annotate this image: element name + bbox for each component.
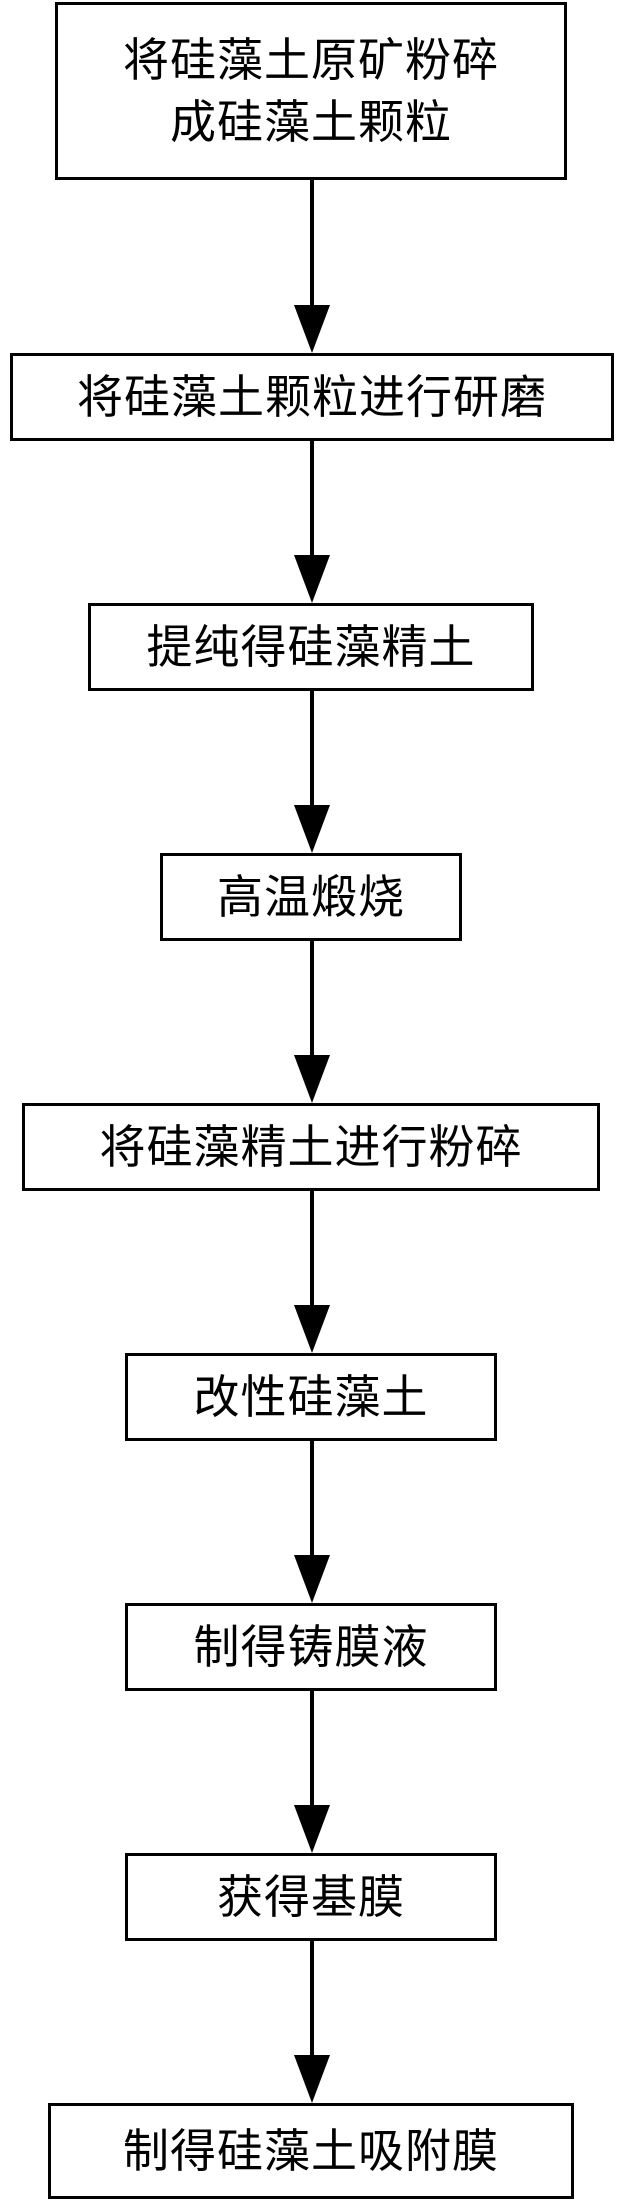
- arrow-2-to-3: [294, 441, 330, 603]
- arrow-7-to-8: [294, 1691, 330, 1853]
- arrow-head: [294, 555, 330, 603]
- step-1-label: 将硅藻土原矿粉碎 成硅藻土颗粒: [123, 33, 499, 149]
- step-3-purify: 提纯得硅藻精土: [88, 603, 534, 691]
- step-5-crush-refined-earth: 将硅藻精土进行粉碎: [22, 1103, 600, 1191]
- arrow-head: [294, 2055, 330, 2103]
- step-9-label: 制得硅藻土吸附膜: [123, 2124, 499, 2178]
- step-4-label: 高温煅烧: [217, 870, 405, 924]
- step-7-label: 制得铸膜液: [193, 1620, 429, 1674]
- step-2-grind-particles: 将硅藻土颗粒进行研磨: [10, 353, 614, 441]
- arrow-head: [294, 1305, 330, 1353]
- arrow-head: [294, 305, 330, 353]
- arrow-head: [294, 1055, 330, 1103]
- arrow-4-to-5: [294, 941, 330, 1103]
- arrow-1-to-2: [294, 180, 330, 353]
- step-2-label: 将硅藻土颗粒进行研磨: [77, 370, 547, 424]
- step-6-label: 改性硅藻土: [193, 1370, 429, 1424]
- step-3-label: 提纯得硅藻精土: [146, 620, 476, 674]
- arrow-6-to-7: [294, 1441, 330, 1603]
- step-6-modify: 改性硅藻土: [125, 1353, 497, 1441]
- step-8-label: 获得基膜: [217, 1870, 405, 1924]
- step-7-casting-solution: 制得铸膜液: [125, 1603, 497, 1691]
- step-4-calcine: 高温煅烧: [160, 853, 462, 941]
- step-8-base-membrane: 获得基膜: [125, 1853, 497, 1941]
- arrow-head: [294, 1555, 330, 1603]
- arrow-head: [294, 1805, 330, 1853]
- step-5-label: 将硅藻精土进行粉碎: [99, 1120, 523, 1174]
- arrow-8-to-9: [294, 1941, 330, 2103]
- arrow-5-to-6: [294, 1191, 330, 1353]
- step-9-adsorption-membrane: 制得硅藻土吸附膜: [48, 2103, 574, 2199]
- step-1-crush-raw-ore: 将硅藻土原矿粉碎 成硅藻土颗粒: [55, 2, 567, 180]
- arrow-head: [294, 805, 330, 853]
- arrow-3-to-4: [294, 691, 330, 853]
